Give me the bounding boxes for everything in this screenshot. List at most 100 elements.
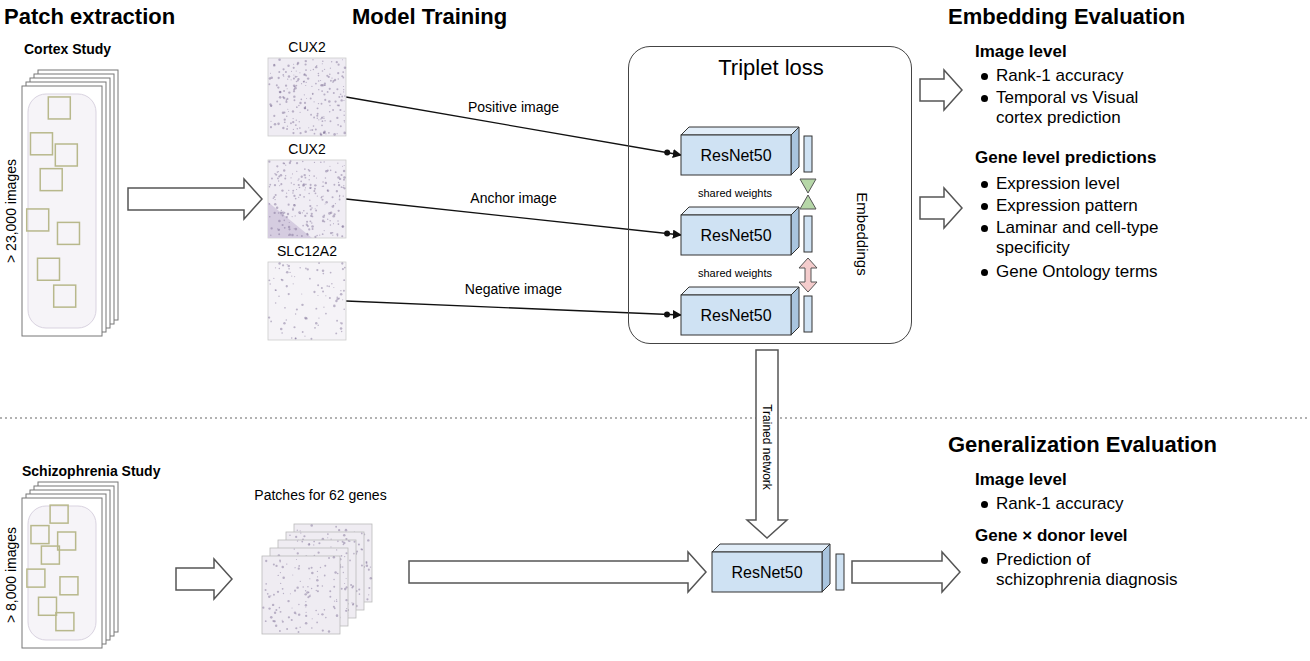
tissue-speck [330,224,331,225]
block-front [681,215,791,255]
tissue-speck [312,93,314,95]
embedding-bar [804,216,812,252]
tissue-speck [278,229,280,231]
tissue-speck [331,77,332,78]
block-top [712,544,830,552]
tissue-speck [295,313,296,314]
tissue-speck [298,180,299,181]
tissue-speck [349,560,351,562]
tissue-speck [293,67,295,69]
tissue-speck [296,189,297,190]
tissue-speck [324,69,325,70]
tissue-speck [309,170,311,172]
tissue-speck [320,197,322,199]
tissue-speck [341,96,343,98]
tissue-speck [326,75,328,77]
bullet-item: Prediction of schizophrenia diagnosis [996,550,1186,590]
tissue-speck [340,125,342,127]
tissue-speck [270,321,272,323]
patch-window [58,532,76,550]
tissue-speck [304,107,306,109]
tissue-speck [296,235,297,236]
line-dot [664,150,670,156]
tissue-edge [268,202,312,238]
tissue-speck [306,212,308,214]
group-title: Triplet loss [718,55,824,81]
tissue-speck [309,278,311,280]
tissue-speck [324,85,325,86]
tissue-speck [332,215,335,218]
tissue-speck [298,631,300,633]
tissue-speck [338,297,340,299]
tissue-speck [276,84,278,86]
tissue-speck [305,75,307,77]
tissue-speck [308,568,310,570]
tissue-speck [344,120,345,121]
tissue-speck [315,610,317,612]
tissue-speck [329,220,330,221]
subheading: Image level [975,470,1067,490]
tissue-speck [290,593,291,594]
tissue-speck [322,270,325,273]
tissue-speck [305,63,307,65]
resnet-block: ResNet50 [681,287,799,335]
tissue-speck [324,609,326,611]
patch-window [27,209,49,231]
tissue-speck [303,196,305,198]
tissue-speck [298,565,300,567]
tissue-speck [283,220,285,222]
text-holder: ResNet50 [736,315,807,334]
tissue-speck [351,602,352,603]
section-heading: Patch extraction [4,4,175,30]
tissue-speck [274,184,276,186]
tissue-speck [323,185,325,187]
tissue-speck [292,574,293,575]
tissue-speck [321,103,323,105]
patch-window [39,597,57,615]
tissue-speck [293,88,295,90]
tissue-speck [278,180,279,181]
tissue-speck [293,90,295,92]
tissue-speck [275,267,276,268]
tissue-speck [293,85,296,88]
tissue-speck [333,579,334,580]
tissue-speck [361,564,363,566]
bullet-item: Rank-1 accuracy [996,494,1186,514]
patch-stack: Patches for 62 genes [238,486,403,654]
tissue-speck [289,272,290,273]
tissue-speck [292,121,294,123]
tissue-speck [305,622,308,625]
tissue-speck [311,225,314,228]
tissue-speck [318,542,320,544]
tissue-speck [309,595,311,597]
tissue-speck [368,594,369,595]
tissue-speck [281,212,282,213]
tissue-speck [312,216,314,218]
tissue-speck [342,299,343,300]
tissue-speck [294,590,296,592]
tissue-speck [281,332,283,334]
tissue-speck [313,190,315,192]
patch-window [40,169,62,191]
bullet-item: Expression pattern [996,196,1186,216]
tissue-speck [319,234,320,235]
tissue-speck [309,187,311,189]
tissue-speck [274,203,276,205]
text-holder: Image level [975,470,1067,490]
tissue-speck [318,614,319,615]
tissue-speck [358,588,360,590]
tissue-speck [268,596,270,598]
tissue-speck [299,187,301,189]
text-holder: Laminar and cell-type specificity [996,218,1186,258]
tissue-speck [277,177,279,179]
tissue-speck [296,71,297,72]
tissue-speck [288,228,290,230]
bullet-item: Temporal vs Visual cortex prediction [996,88,1186,128]
tissue-speck [343,179,345,181]
tissue-speck [341,75,343,77]
edge-label: Anchor image [468,190,558,207]
tissue-speck [337,220,338,221]
tissue-speck [296,171,297,172]
tissue-speck [301,83,302,84]
tissue-speck [278,212,279,213]
